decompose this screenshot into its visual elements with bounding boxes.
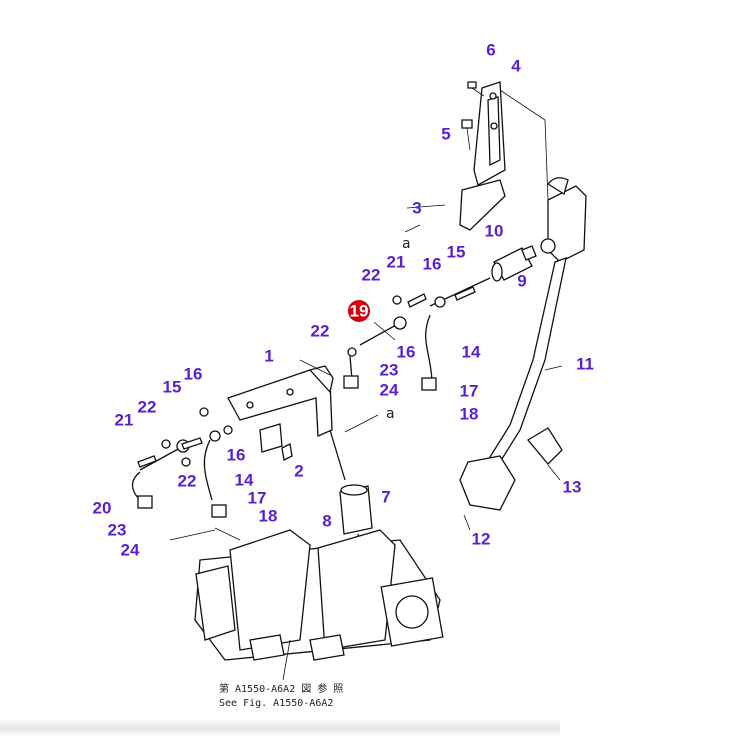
callout-18: 18 [460, 404, 479, 423]
callout-14: 14 [235, 470, 254, 489]
callout-16: 16 [184, 364, 203, 383]
callout-22: 22 [362, 265, 381, 284]
callout-22: 22 [311, 321, 330, 340]
callout-24: 24 [380, 380, 399, 399]
callout-8: 8 [322, 511, 331, 530]
callout-17: 17 [460, 381, 479, 400]
callout-2: 2 [294, 461, 303, 480]
bolts-15-21 [137, 286, 476, 468]
callout-14: 14 [462, 342, 481, 361]
callout-15: 15 [163, 377, 182, 396]
highlight-marker [348, 300, 370, 322]
callout-6: 6 [486, 40, 495, 59]
callout-4: 4 [511, 56, 521, 75]
brake-assembly [169, 527, 444, 681]
bracket-4 [459, 81, 549, 231]
callout-11: 11 [576, 354, 594, 373]
callout-12: 12 [472, 529, 491, 548]
reference-a: a [402, 236, 410, 252]
callout-9: 9 [517, 271, 526, 290]
callout-15: 15 [447, 242, 466, 261]
callout-13: 13 [563, 477, 582, 496]
caption-english: See Fig. A1550-A6A2 [219, 698, 333, 709]
callout-labels: 6 4 5 3 10 15 16 21 22 9 19 22 16 14 1 2… [93, 40, 594, 559]
bolt-5 [461, 119, 473, 151]
callout-16: 16 [423, 254, 442, 273]
pedal-11 [459, 177, 587, 511]
caption-japanese: 第 A1550-A6A2 図 参 照 [219, 682, 343, 695]
callout-19-highlighted[interactable]: 19 [350, 301, 369, 320]
callout-16: 16 [227, 445, 246, 464]
callout-5: 5 [441, 124, 450, 143]
callout-21: 21 [387, 252, 406, 271]
leader-lines [299, 204, 563, 531]
reference-a: a [386, 406, 394, 422]
cylinder-7 [339, 484, 373, 581]
callout-24: 24 [121, 540, 140, 559]
bolt-6 [467, 81, 485, 97]
callout-3: 3 [412, 198, 421, 217]
valve-10 [491, 245, 537, 282]
callout-1: 1 [264, 346, 273, 365]
page-shadow [0, 718, 560, 736]
callout-7: 7 [381, 487, 390, 506]
callout-20: 20 [93, 498, 112, 517]
callout-16: 16 [397, 342, 416, 361]
callout-22: 22 [138, 397, 157, 416]
callout-23: 23 [380, 360, 399, 379]
callout-18: 18 [259, 506, 278, 525]
callout-21: 21 [115, 410, 134, 429]
bracket-1 [227, 365, 346, 481]
callout-17: 17 [248, 488, 267, 507]
callout-10: 10 [485, 221, 504, 240]
callout-23: 23 [108, 520, 127, 539]
callout-22: 22 [178, 471, 197, 490]
